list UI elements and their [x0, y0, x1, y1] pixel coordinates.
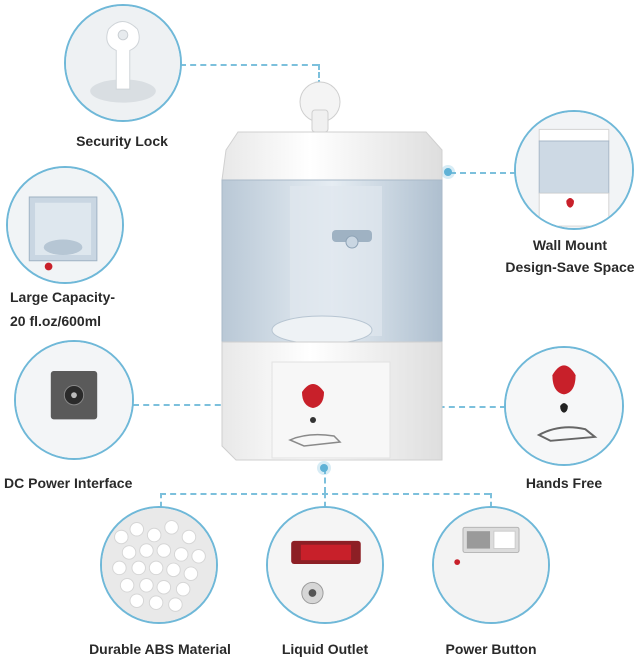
liquid-outlet-label: Liquid Outlet [281, 641, 369, 657]
connector-bottom-left [160, 493, 162, 507]
connector-security-lock-drop [318, 64, 320, 86]
connector-dc-power [133, 404, 231, 406]
wall-mount-icon [516, 112, 632, 228]
connector-security-lock [180, 64, 318, 66]
liquid-outlet-icon [268, 508, 382, 622]
liquid-outlet-circle [266, 506, 384, 624]
connector-node-wall [444, 168, 452, 176]
connector-bottom-right [490, 493, 492, 507]
security-lock-label: Security Lock [76, 133, 168, 149]
security-lock-icon [66, 6, 180, 120]
wall-mount-label-line2: Design-Save Space [505, 259, 635, 275]
security-lock-circle [64, 4, 182, 122]
large-capacity-label-line2: 20 fl.oz/600ml [10, 313, 102, 329]
power-button-circle [432, 506, 550, 624]
dc-power-circle [14, 340, 134, 460]
hands-free-label: Hands Free [525, 475, 603, 491]
durable-abs-label: Durable ABS Material [89, 641, 231, 657]
connector-node-bottom [320, 464, 328, 472]
connector-bottom-center [324, 468, 326, 493]
connector-wall-mount [450, 172, 516, 174]
durable-abs-circle [100, 506, 218, 624]
soap-dispenser-image [212, 80, 452, 470]
dc-power-label: DC Power Interface [4, 475, 133, 491]
hands-free-icon [506, 348, 622, 464]
power-button-label: Power Button [445, 641, 537, 657]
connector-bottom-mid [324, 493, 326, 507]
wall-mount-label-line1: Wall Mount [532, 237, 608, 253]
hands-free-circle [504, 346, 624, 466]
wall-mount-circle [514, 110, 634, 230]
power-switch-icon [434, 508, 548, 622]
large-capacity-circle [6, 166, 124, 284]
tank-icon [8, 168, 122, 282]
abs-granules-icon [102, 508, 216, 622]
dc-power-port-icon [16, 342, 132, 458]
large-capacity-label-line1: Large Capacity- [10, 289, 116, 305]
